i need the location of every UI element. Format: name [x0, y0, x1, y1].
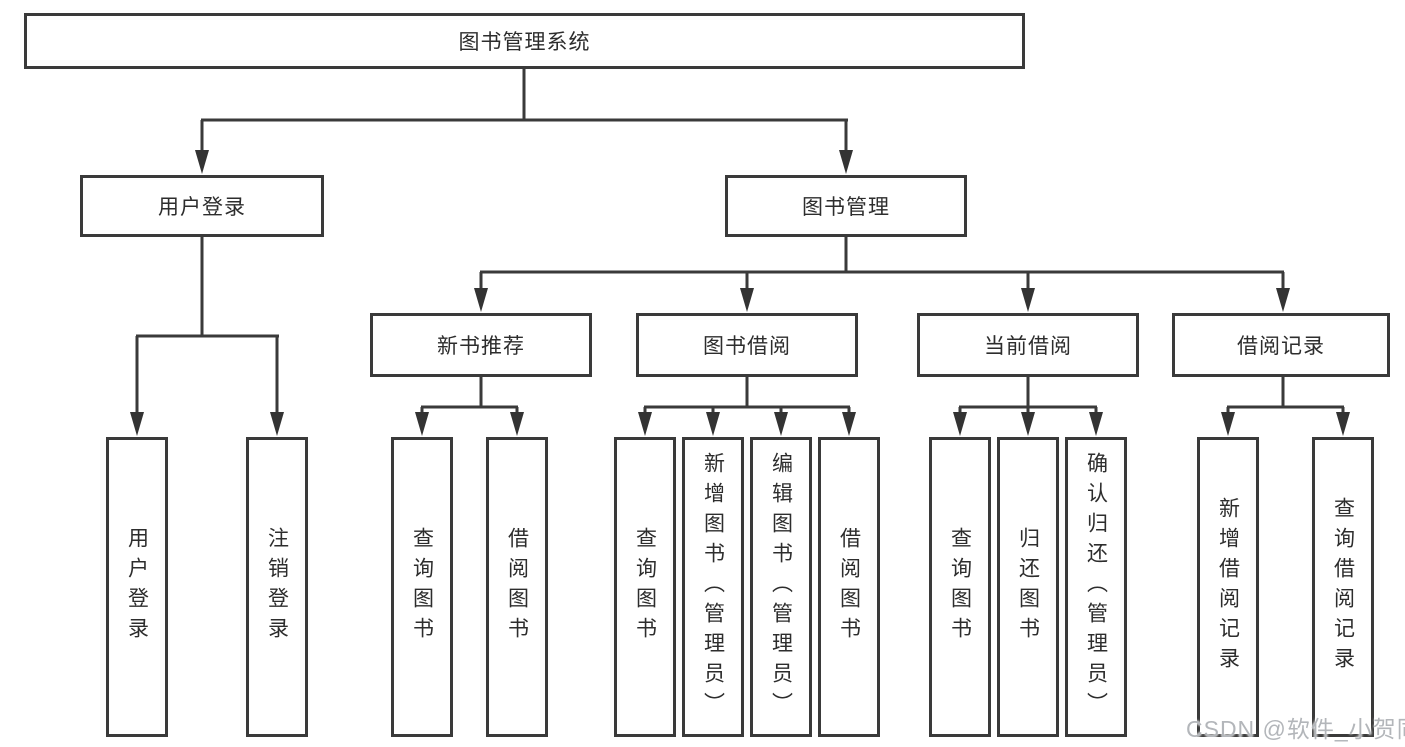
node-leaf-confirm-return-admin: 确认归还（管理员）	[1065, 437, 1127, 737]
node-leaf-return-books: 归还图书	[997, 437, 1059, 737]
node-leaf-user-login: 用户登录	[106, 437, 168, 737]
csdn-watermark: CSDN @软件_小贺同学	[1186, 716, 1405, 742]
node-library-management-system: 图书管理系统	[24, 13, 1025, 69]
node-leaf-query-books-rec: 查询图书	[391, 437, 453, 737]
arrowheads	[130, 150, 1350, 436]
node-leaf-borrow-books-rec: 借阅图书	[486, 437, 548, 737]
node-leaf-add-books-admin: 新增图书（管理员）	[682, 437, 744, 737]
node-borrowing-records: 借阅记录	[1172, 313, 1390, 377]
node-leaf-add-borrow-record: 新增借阅记录	[1197, 437, 1259, 737]
node-book-management: 图书管理	[725, 175, 967, 237]
node-leaf-query-borrow-record: 查询借阅记录	[1312, 437, 1374, 737]
node-leaf-edit-books-admin: 编辑图书（管理员）	[750, 437, 812, 737]
node-book-borrowing: 图书借阅	[636, 313, 858, 377]
node-leaf-logout: 注销登录	[246, 437, 308, 737]
node-leaf-query-books-borrow: 查询图书	[614, 437, 676, 737]
node-leaf-query-books-current: 查询图书	[929, 437, 991, 737]
node-leaf-borrow-books: 借阅图书	[818, 437, 880, 737]
node-user-login: 用户登录	[80, 175, 324, 237]
node-new-book-recommend: 新书推荐	[370, 313, 592, 377]
node-current-borrowing: 当前借阅	[917, 313, 1139, 377]
